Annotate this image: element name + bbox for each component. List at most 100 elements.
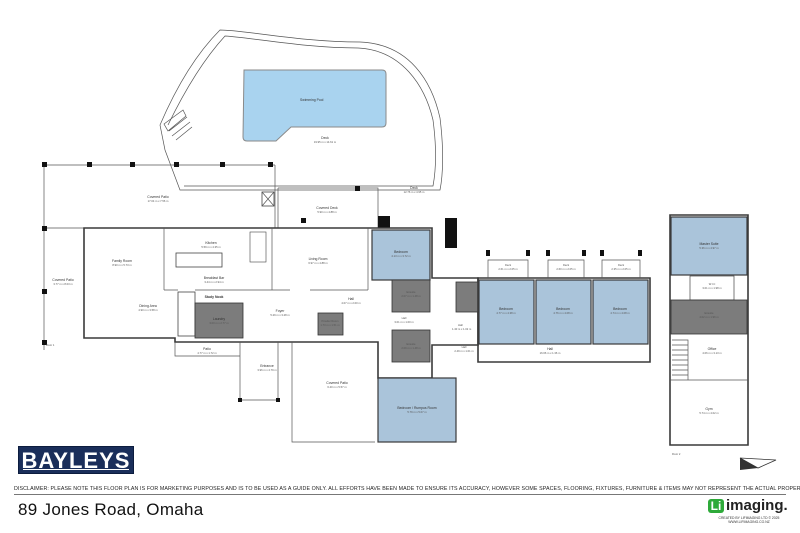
wic-dims: 3.01 m x 1.98 m bbox=[702, 286, 722, 290]
master-suite-dims: 5.36 m x 4.97 m bbox=[699, 246, 719, 250]
post bbox=[276, 398, 280, 402]
hall4-label: Hall bbox=[462, 345, 467, 349]
post bbox=[130, 162, 135, 167]
ensuite-master-dims: 4.02 m x 1.96 m bbox=[699, 315, 719, 319]
ensuite2-label: Ensuite bbox=[407, 342, 416, 346]
covered-patio-outline bbox=[43, 164, 276, 350]
covered-patio3-dims: 6.40 m x 5.57 m bbox=[327, 385, 347, 389]
bedroom4-dims: 4.74 m x 4.08 m bbox=[610, 311, 630, 315]
hall4-dims: 2.49 m x 1.01 m bbox=[454, 349, 474, 353]
post bbox=[174, 162, 179, 167]
covered-deck-dims: 5.90 m x 4.88 m bbox=[317, 210, 337, 214]
covered-deck-label: Covered Deck bbox=[316, 206, 338, 210]
utility-room bbox=[455, 281, 479, 313]
bunk-room-label: Bedroom / Rumpus Room bbox=[397, 406, 436, 410]
disclaimer-text: DISCLAIMER: PLEASE NOTE THIS FLOOR PLAN … bbox=[14, 486, 800, 492]
deck2-dims: 2.61 m x 2.05 m bbox=[498, 267, 518, 271]
post bbox=[220, 162, 225, 167]
lifimaging-name: imaging. bbox=[726, 497, 788, 514]
hall2-dims: 3.01 m x 1.00 m bbox=[394, 320, 414, 324]
hall2-label: Hall bbox=[402, 316, 407, 320]
kitchen-island bbox=[175, 252, 223, 268]
lifimaging-logo: Li imaging. CREATED BY LIFIMAGING LTD © … bbox=[708, 497, 790, 525]
wic-room bbox=[689, 275, 735, 301]
deck-outline bbox=[159, 29, 443, 191]
floor2-label: Floor 2 bbox=[672, 452, 681, 456]
ensuite-master-label: Ensuite bbox=[705, 311, 714, 315]
family-room-label: Family Room bbox=[112, 259, 132, 263]
ensuite1-label: Ensuite bbox=[407, 290, 416, 294]
hall5-label: Hall bbox=[547, 347, 553, 351]
bedroom1-dims: 4.13 m x 3.72 m bbox=[391, 254, 411, 258]
swimming-pool bbox=[242, 69, 387, 142]
deck-steps bbox=[163, 109, 193, 141]
covered-patio3-label: Covered Patio bbox=[326, 381, 348, 385]
hall5-dims: 16.66 m x 1.36 m bbox=[540, 351, 562, 355]
deck-label: Deck bbox=[321, 136, 329, 140]
lifimaging-mark-icon: Li bbox=[708, 499, 724, 513]
deck3-dims: 2.60 m x 2.05 m bbox=[556, 267, 576, 271]
ensuite2-dims: 2.09 m x 1.48 m bbox=[401, 346, 421, 350]
post bbox=[526, 250, 530, 256]
entrance-label: Entrance bbox=[260, 364, 274, 368]
breakfast-bar-dims: 3.44 m x 2.94 m bbox=[204, 280, 224, 284]
bunk-room-dims: 5.79 m x 5.07 m bbox=[407, 410, 427, 414]
bedroom2-room bbox=[478, 279, 535, 345]
post bbox=[42, 226, 47, 231]
wic-label: W.I.C bbox=[709, 282, 716, 286]
post bbox=[268, 162, 273, 167]
bunk-room bbox=[377, 377, 457, 443]
post bbox=[238, 398, 242, 402]
office-dims: 4.06 m x 3.13 m bbox=[702, 351, 722, 355]
hall1-dims: 4.07 m x 2.00 m bbox=[341, 301, 361, 305]
property-address: 89 Jones Road, Omaha bbox=[18, 500, 204, 519]
powder-room-label: Powder Room bbox=[321, 319, 339, 323]
post bbox=[486, 250, 490, 256]
bedroom-wing-walls bbox=[477, 277, 651, 363]
patio-outline bbox=[174, 342, 279, 401]
lifimaging-credit: CREATED BY LIFIMAGING LTD © 2025 bbox=[718, 516, 780, 520]
covered-patio2-label: Covered Patio bbox=[52, 278, 74, 282]
lifimaging-url: WWW.LIFIMAGING.CO.NZ bbox=[728, 520, 770, 524]
living-room-label: Living Room bbox=[309, 257, 328, 261]
bedroom2-dims: 4.77 m x 4.38 m bbox=[496, 311, 516, 315]
sunroom-label: Deck bbox=[410, 186, 418, 190]
bedroom1-label: Bedroom bbox=[394, 250, 408, 254]
covered-patio3-outline bbox=[291, 342, 375, 443]
fireplace-detail bbox=[261, 191, 275, 207]
post bbox=[42, 162, 47, 167]
post bbox=[600, 250, 604, 256]
bedroom3-label: Bedroom bbox=[556, 307, 570, 311]
deck3-label: Deck bbox=[563, 263, 570, 267]
post bbox=[638, 250, 642, 256]
gym-dims: 5.74 m x 4.02 m bbox=[699, 411, 719, 415]
bedroom1-room bbox=[371, 229, 431, 281]
bedroom4-room bbox=[592, 279, 649, 345]
post bbox=[42, 340, 47, 345]
study-nook-area bbox=[177, 291, 196, 337]
powder-room-dims: 1.73 m x 1.51 m bbox=[320, 323, 340, 327]
powder-room bbox=[317, 312, 344, 336]
patio-dims: 4.77 m x 1.72 m bbox=[197, 351, 217, 355]
post bbox=[546, 250, 550, 256]
covered-patio-dims: 17.04 m x 7.56 m bbox=[148, 199, 170, 203]
bedroom3-dims: 4.76 m x 4.08 m bbox=[553, 311, 573, 315]
sunroom-dims: 12.76 m x 4.95 m bbox=[404, 190, 426, 194]
kitchen-label: Kitchen bbox=[205, 241, 216, 245]
small-decks bbox=[487, 259, 641, 278]
floor2-walls bbox=[669, 214, 749, 446]
kitchen-dims: 5.59 m x 4.35 m bbox=[201, 245, 221, 249]
deck2-label: Deck bbox=[505, 263, 512, 267]
interior-walls bbox=[163, 228, 369, 291]
ensuite2-room bbox=[391, 329, 431, 363]
stairs bbox=[672, 339, 689, 380]
floor1-label: Floor 1 bbox=[46, 343, 55, 347]
bayleys-logo: BAYLEYS bbox=[18, 446, 134, 474]
bedroom3-room bbox=[535, 279, 592, 345]
post bbox=[42, 289, 47, 294]
pool-label: Swimming Pool bbox=[300, 98, 324, 102]
laundry-room bbox=[194, 302, 244, 339]
hall3-dims: 1.40 m x 1.02 m bbox=[452, 327, 472, 331]
divider-line bbox=[14, 494, 786, 495]
